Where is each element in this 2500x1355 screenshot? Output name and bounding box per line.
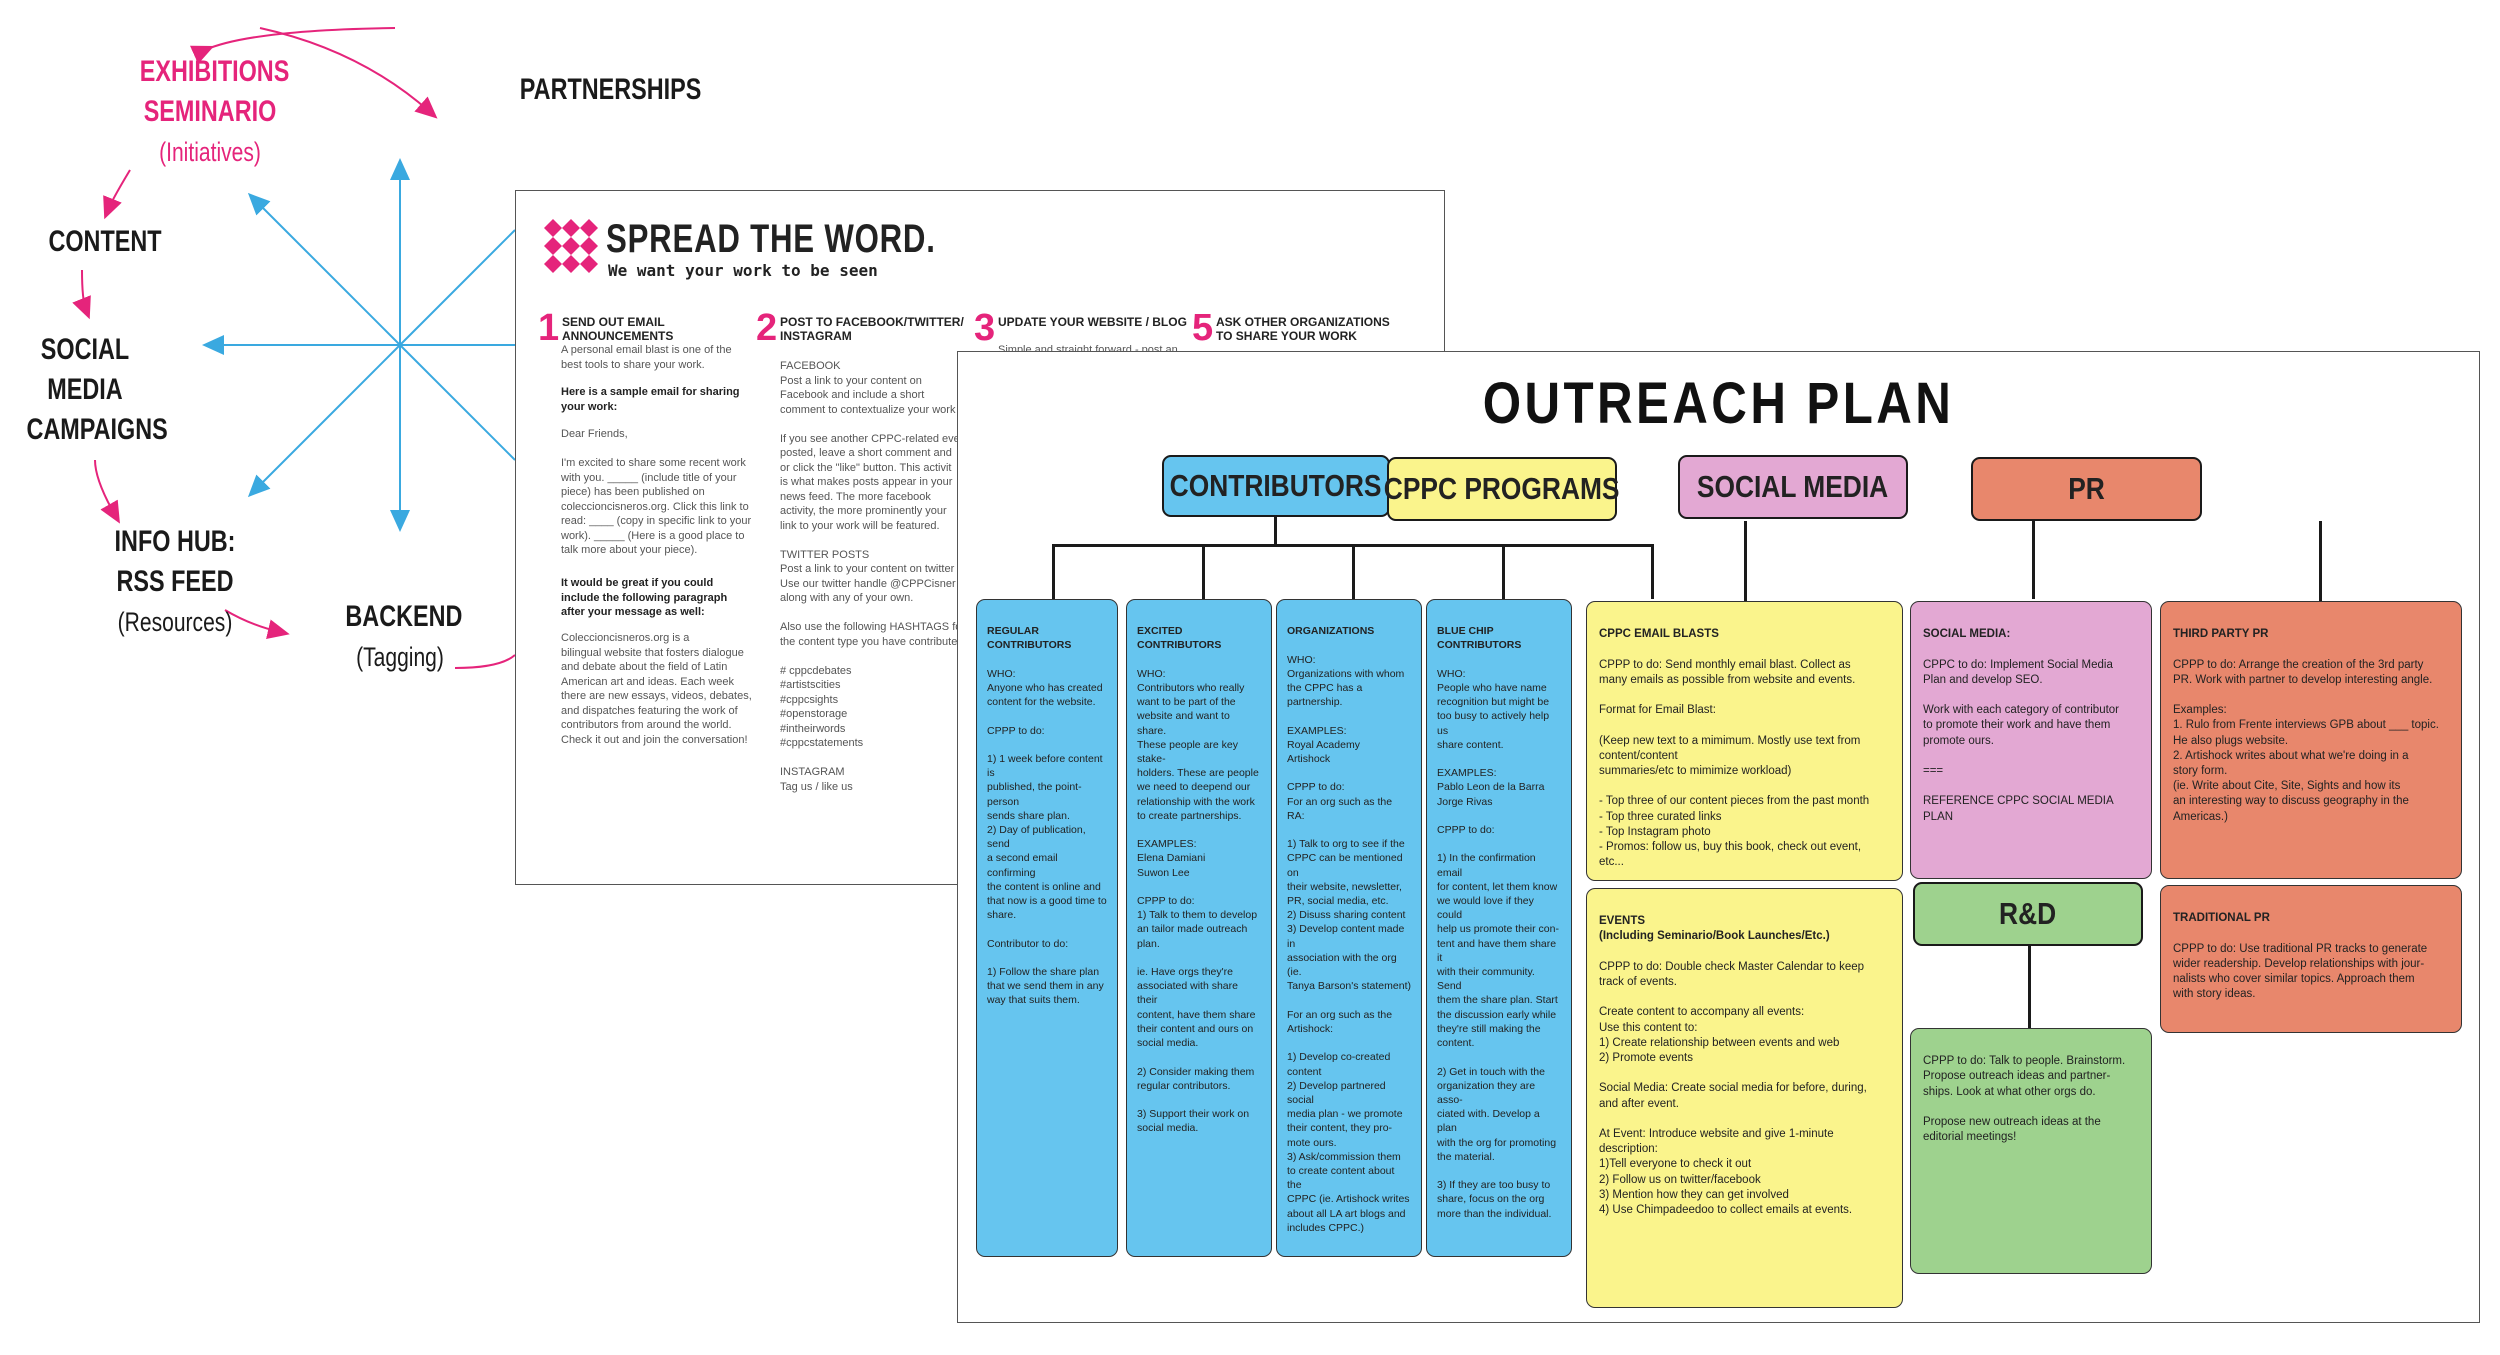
partnerships-label: PARTNERSHIPS bbox=[519, 73, 702, 106]
card-title: BLUE CHIP CONTRIBUTORS bbox=[1437, 625, 1522, 652]
excited-contributors-card: EXCITED CONTRIBUTORS WHO: Contributors w… bbox=[1126, 599, 1272, 1257]
arc-initiatives-content bbox=[103, 169, 131, 220]
arc-content-social bbox=[72, 269, 91, 320]
connector bbox=[2032, 519, 2035, 599]
info-hub-label: INFO HUB: RSS FEED (Resources) bbox=[113, 522, 238, 642]
exhibitions-label: EXHIBITIONS SEMINARIO (Initiatives) bbox=[139, 52, 290, 172]
cycle-diagram: EXHIBITIONS SEMINARIO (Initiatives) PART… bbox=[0, 0, 1000, 720]
initiatives-text: (Initiatives) bbox=[159, 137, 261, 167]
email-paragraph-heading: It would be great if you could include t… bbox=[561, 577, 728, 618]
connector bbox=[1352, 544, 1355, 599]
social-media-header-text: SOCIAL MEDIA bbox=[1697, 469, 1889, 504]
rd-header-text: R&D bbox=[1999, 896, 2057, 931]
card-body: CPPP to do: Arrange the creation of the … bbox=[2173, 658, 2439, 823]
arc-social-info bbox=[94, 459, 120, 524]
backend-text: BACKEND bbox=[345, 600, 463, 633]
social-text: SOCIAL bbox=[40, 333, 130, 366]
rd-card: CPPP to do: Talk to people. Brainstorm. … bbox=[1910, 1028, 2152, 1274]
connector bbox=[1744, 521, 1747, 601]
social-media-header: SOCIAL MEDIA bbox=[1678, 455, 1908, 519]
email-intro: A personal email blast is one of the bes… bbox=[561, 344, 732, 371]
rd-header: R&D bbox=[1913, 882, 2143, 946]
social-media-card: SOCIAL MEDIA: CPPC to do: Implement Soci… bbox=[1910, 601, 2152, 879]
arc-backend-next bbox=[454, 654, 516, 669]
connector bbox=[1651, 544, 1654, 599]
email-paragraph-text: Coleccioncisneros.org is a bilingual web… bbox=[561, 632, 752, 746]
step-number: 1 bbox=[538, 307, 560, 349]
cycle-diagram-graphic bbox=[72, 27, 516, 669]
cppc-programs-header-text: CPPC PROGRAMS bbox=[1384, 471, 1620, 506]
card-title: CPPC EMAIL BLASTS bbox=[1599, 628, 1719, 641]
card-body: WHO: Anyone who has created content for … bbox=[987, 667, 1107, 1007]
card-body: CPPP to do: Use traditional PR tracks to… bbox=[2173, 942, 2428, 1001]
pr-header-text: PR bbox=[2068, 471, 2105, 506]
seminario-text: SEMINARIO bbox=[143, 95, 277, 128]
diamond-logo-icon bbox=[544, 219, 598, 273]
connector bbox=[1274, 517, 1277, 545]
email-sample-text: Dear Friends, I'm excited to share some … bbox=[561, 428, 752, 556]
card-body: CPPC to do: Implement Social Media Plan … bbox=[1923, 658, 2120, 823]
card-title: EXCITED CONTRIBUTORS bbox=[1137, 625, 1222, 652]
rss-feed-text: RSS FEED bbox=[116, 565, 234, 598]
connector bbox=[1052, 544, 1055, 599]
social-post-text: FACEBOOK Post a link to your content on … bbox=[780, 360, 964, 793]
contributors-header: CONTRIBUTORS bbox=[1162, 455, 1390, 517]
contributors-header-text: CONTRIBUTORS bbox=[1170, 468, 1382, 503]
regular-contributors-card: REGULAR CONTRIBUTORS WHO: Anyone who has… bbox=[976, 599, 1118, 1257]
traditional-pr-card: TRADITIONAL PR CPPP to do: Use tradition… bbox=[2160, 885, 2462, 1033]
card-body: WHO: Contributors who really want to be … bbox=[1137, 667, 1259, 1135]
third-party-pr-card: THIRD PARTY PR CPPP to do: Arrange the c… bbox=[2160, 601, 2462, 879]
connector bbox=[1202, 544, 1205, 599]
step-number: 5 bbox=[1192, 307, 1214, 349]
connector bbox=[2319, 521, 2322, 601]
step-heading: UPDATE YOUR WEBSITE / BLOG bbox=[998, 315, 1187, 329]
arc-exhibitions bbox=[189, 27, 396, 65]
exhibitions-text: EXHIBITIONS bbox=[139, 55, 290, 88]
card-title: TRADITIONAL PR bbox=[2173, 912, 2270, 925]
spokes bbox=[202, 158, 516, 532]
card-body: WHO: Organizations with whom the CPPC ha… bbox=[1287, 653, 1411, 1234]
media-text: MEDIA bbox=[47, 373, 123, 406]
connector bbox=[2028, 946, 2031, 1028]
organizations-card: ORGANIZATIONS WHO: Organizations with wh… bbox=[1276, 599, 1422, 1257]
connector bbox=[1502, 544, 1505, 599]
card-title: REGULAR CONTRIBUTORS bbox=[987, 625, 1072, 652]
spread-title: SPREAD THE WORD. bbox=[606, 217, 936, 261]
card-title: SOCIAL MEDIA: bbox=[1923, 628, 2011, 641]
card-body: CPPP to do: Double check Master Calendar… bbox=[1599, 960, 1867, 1217]
spread-subtitle: We want your work to be seen bbox=[608, 261, 878, 280]
events-card: EVENTS (Including Seminario/Book Launche… bbox=[1586, 888, 1903, 1308]
arc-info-backend bbox=[224, 609, 290, 640]
card-body: CPPP to do: Send monthly email blast. Co… bbox=[1599, 658, 1870, 869]
step-heading: SEND OUT EMAIL ANNOUNCEMENTS bbox=[562, 315, 674, 343]
card-title: ORGANIZATIONS bbox=[1287, 625, 1375, 638]
card-title: THIRD PARTY PR bbox=[2173, 628, 2269, 641]
tagging-text: (Tagging) bbox=[356, 642, 444, 672]
card-body: CPPP to do: Talk to people. Brainstorm. … bbox=[1923, 1055, 2126, 1144]
info-hub-text: INFO HUB: bbox=[114, 525, 236, 558]
campaigns-text: CAMPAIGNS bbox=[26, 413, 168, 446]
pr-header: PR bbox=[1971, 457, 2202, 521]
cycle-arrows bbox=[72, 27, 516, 669]
step-number: 2 bbox=[756, 307, 778, 349]
outreach-title: OUTREACH PLAN bbox=[1482, 371, 1955, 436]
email-blasts-card: CPPC EMAIL BLASTS CPPP to do: Send month… bbox=[1586, 601, 1903, 881]
card-body: WHO: People who have name recognition bu… bbox=[1437, 667, 1559, 1220]
card-title: EVENTS (Including Seminario/Book Launche… bbox=[1599, 915, 1830, 943]
cppc-programs-header: CPPC PROGRAMS bbox=[1384, 457, 1620, 521]
backend-label: BACKEND (Tagging) bbox=[345, 597, 463, 677]
email-sample-heading: Here is a sample email for sharing your … bbox=[561, 386, 740, 413]
content-label: CONTENT bbox=[48, 225, 162, 258]
blue-chip-contributors-card: BLUE CHIP CONTRIBUTORS WHO: People who h… bbox=[1426, 599, 1572, 1257]
step-heading: ASK OTHER ORGANIZATIONS TO SHARE YOUR WO… bbox=[1216, 315, 1390, 343]
step-number: 3 bbox=[974, 307, 996, 349]
social-media-campaigns-label: SOCIAL MEDIA CAMPAIGNS bbox=[26, 330, 168, 450]
step-heading: POST TO FACEBOOK/TWITTER/ INSTAGRAM bbox=[780, 315, 964, 343]
resources-text: (Resources) bbox=[117, 607, 233, 637]
outreach-plan-page: OUTREACH PLAN CONTRIBUTORS CPPC PROGRAMS… bbox=[957, 351, 2480, 1323]
